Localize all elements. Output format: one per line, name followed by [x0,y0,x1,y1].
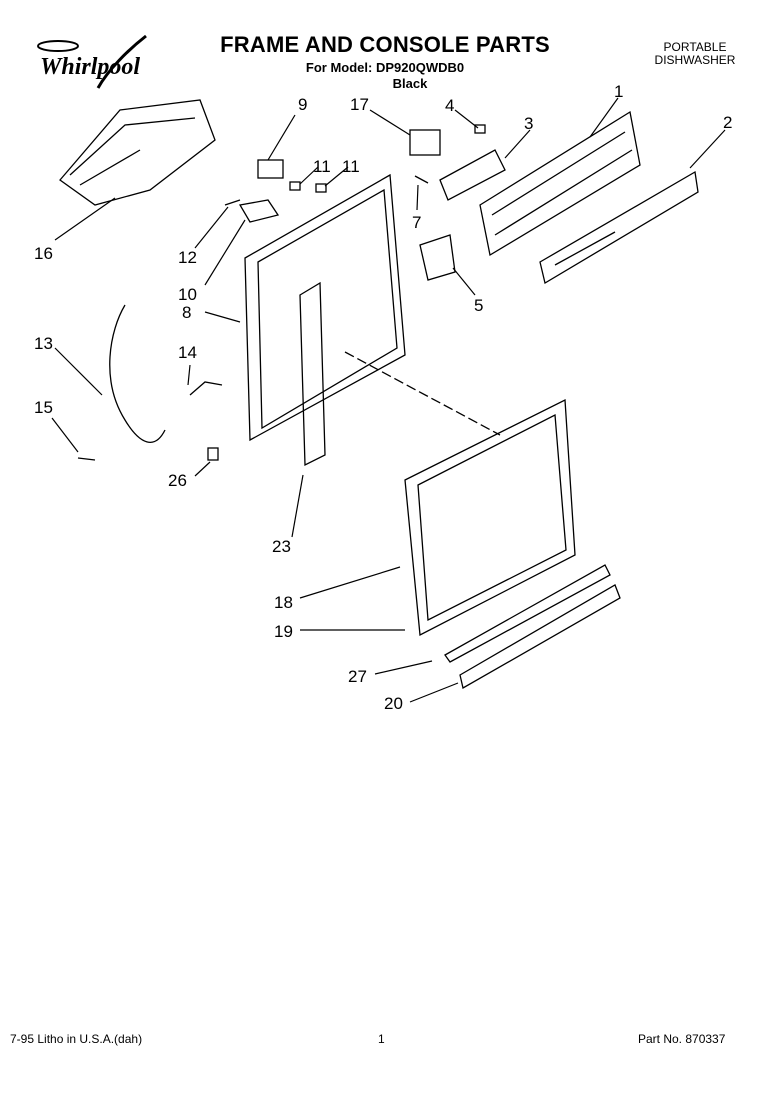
page-title: FRAME AND CONSOLE PARTS [220,32,550,57]
callout-26: 26 [168,471,187,490]
part-26-clip [207,447,219,461]
callout-11b: 11 [342,157,360,176]
product-type-line1: PORTABLE [663,40,727,54]
model-line: For Model: DP920QWDB0 [305,60,465,75]
callout-3: 3 [524,114,533,133]
product-type-line2: DISHWASHER [654,53,736,67]
part-3-switch-assembly [439,149,506,201]
callout-14: 14 [178,343,197,362]
part-7-screw [414,175,429,184]
part-10-bracket [238,199,280,223]
footer-page-number: 1 [378,1032,385,1046]
callout-19: 19 [274,622,293,641]
part-5-connector [419,234,456,281]
part-13-wire-harness [109,304,166,443]
part-23-vertical-strip [299,281,326,467]
callout-11a: 11 [313,157,331,176]
part-18-19-door-panel [404,398,576,637]
part-16-console-housing [59,99,216,206]
part-20-bottom-trim [459,584,621,689]
callout-18: 18 [274,593,293,612]
footer-print-info: 7-95 Litho in U.S.A.(dah) [10,1032,143,1046]
callout-17: 17 [350,95,369,114]
callout-16: 16 [34,244,53,263]
part-11-clip-b [315,183,327,193]
part-27-lower-trim [444,564,611,663]
callout-10: 10 [178,285,197,304]
part-15-screw [77,457,96,461]
part-14-switch [189,381,223,396]
callout-7: 7 [412,213,421,232]
whirlpool-logo [37,34,147,89]
color-line: Black [392,76,428,91]
part-1-control-panel [479,110,641,257]
footer-part-number: Part No. 870337 [638,1032,726,1046]
callout-20: 20 [384,694,403,713]
callout-4: 4 [445,96,454,115]
callout-27: 27 [348,667,367,686]
callout-5: 5 [474,296,483,315]
callout-15: 15 [34,398,53,417]
part-11-clip-a [289,181,301,191]
part-8-door-frame [244,173,406,442]
callout-12: 12 [178,248,197,267]
part-2-trim-strip [539,170,699,285]
part-4-knob [474,124,486,134]
logo-wordmark: Whirlpool [40,54,141,80]
callout-2: 2 [723,113,732,132]
part-12-pin [224,199,241,206]
callout-9: 9 [298,95,307,114]
callout-8: 8 [182,303,191,322]
callout-23: 23 [272,537,291,556]
part-17-timer [409,129,441,156]
callout-13: 13 [34,334,53,353]
part-9-latch [257,159,284,179]
callout-1: 1 [614,82,623,101]
